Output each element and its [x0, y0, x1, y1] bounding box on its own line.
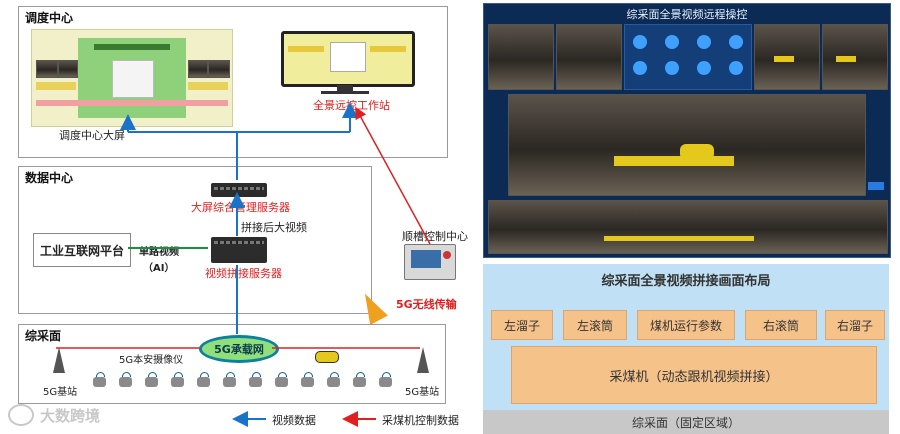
- layout-cell-right-chute: 右溜子: [825, 310, 885, 340]
- layout-cell-shearer: 采煤机（动态跟机视频拼接）: [511, 346, 877, 404]
- layout-cell-left-chute: 左溜子: [491, 310, 553, 340]
- industrial-internet-platform: 工业互联网平台: [33, 233, 131, 267]
- stitched-video-label: 拼接后大视频: [241, 221, 307, 234]
- layout-cell-right-drum: 右滚筒: [745, 310, 817, 340]
- camera-icon: [223, 372, 236, 387]
- dispatch-center-title: 调度中心: [25, 11, 74, 25]
- management-server-icon: [211, 183, 267, 197]
- network-ellipse: 5G承载网: [199, 335, 279, 363]
- legend-video-label: 视频数据: [272, 414, 316, 427]
- camera-icon: [379, 372, 392, 387]
- camera-feed: [488, 24, 554, 90]
- connection-lines: [56, 102, 431, 427]
- base-station-right-label: 5G基站: [405, 387, 440, 398]
- control-center-label: 顺槽控制中心: [402, 230, 468, 243]
- network-label: 5G承载网: [214, 343, 264, 356]
- watermark-logo-icon: [8, 404, 34, 426]
- camera-icon: [171, 372, 184, 387]
- legend-control-label: 采煤机控制数据: [382, 414, 459, 427]
- camera-icon: [249, 372, 262, 387]
- layout-panel-title: 综采面全景视频拼接画面布局: [601, 274, 771, 289]
- data-center-title: 数据中心: [25, 171, 74, 185]
- layout-cell-params: 煤机运行参数: [637, 310, 735, 340]
- base-station-right-icon: [417, 347, 429, 373]
- single-video-label: 单路视频: [139, 247, 179, 258]
- camera-icon: [301, 372, 314, 387]
- fixed-area-label: 综采面（固定区域）: [631, 415, 740, 430]
- camera-icon: [275, 372, 288, 387]
- camera-icon: [93, 372, 106, 387]
- workstation-stand: [337, 85, 353, 91]
- watermark-text: 大数跨境: [40, 407, 101, 425]
- camera-icon: [119, 372, 132, 387]
- shearer-icon: [315, 351, 339, 363]
- layout-panel: 综采面全景视频拼接画面布局 左溜子 左滚筒 煤机运行参数 右滚筒 右溜子 采煤机…: [483, 264, 889, 434]
- panorama-strip: [488, 200, 888, 254]
- dispatch-big-screen-label: 调度中心大屏: [59, 129, 125, 142]
- workstation-monitor: [281, 31, 415, 87]
- camera-icon: [327, 372, 340, 387]
- mining-face-title: 综采面: [25, 329, 62, 343]
- control-center-device: [404, 244, 456, 280]
- screenshot-title: 综采面全景视频远程操控: [626, 8, 748, 21]
- base-station-left-icon: [53, 347, 65, 373]
- mining-face-section: 综采面 5G承载网 5G本安摄像仪 5G基站 5G基站: [18, 324, 446, 404]
- dispatch-center-section: 调度中心 调度中心大屏 全景远控工作站: [18, 6, 448, 158]
- base-station-left-label: 5G基站: [43, 387, 78, 398]
- camera-label: 5G本安摄像仪: [119, 355, 184, 366]
- dispatch-big-screen: [31, 29, 233, 127]
- stitch-server-label: 视频拼接服务器: [205, 267, 282, 280]
- side-button[interactable]: [868, 182, 884, 190]
- stitch-server-icon: [211, 237, 267, 263]
- camera-icon: [145, 372, 158, 387]
- camera-feed: [556, 24, 622, 90]
- data-center-section: 数据中心 大屏综合管理服务器 拼接后大视频 视频拼接服务器 工业互联网平台 单路…: [18, 166, 372, 314]
- remote-control-screenshot: 综采面全景视频远程操控: [483, 3, 891, 258]
- fixed-area-bar: 综采面（固定区域）: [483, 410, 889, 434]
- ai-label: （AI）: [143, 263, 175, 274]
- wireless-label: 5G无线传输: [396, 298, 457, 311]
- parameter-panel: [624, 24, 752, 90]
- control-line: [355, 106, 431, 245]
- camera-icon: [353, 372, 366, 387]
- camera-icon: [197, 372, 210, 387]
- layout-cell-left-drum: 左滚筒: [563, 310, 627, 340]
